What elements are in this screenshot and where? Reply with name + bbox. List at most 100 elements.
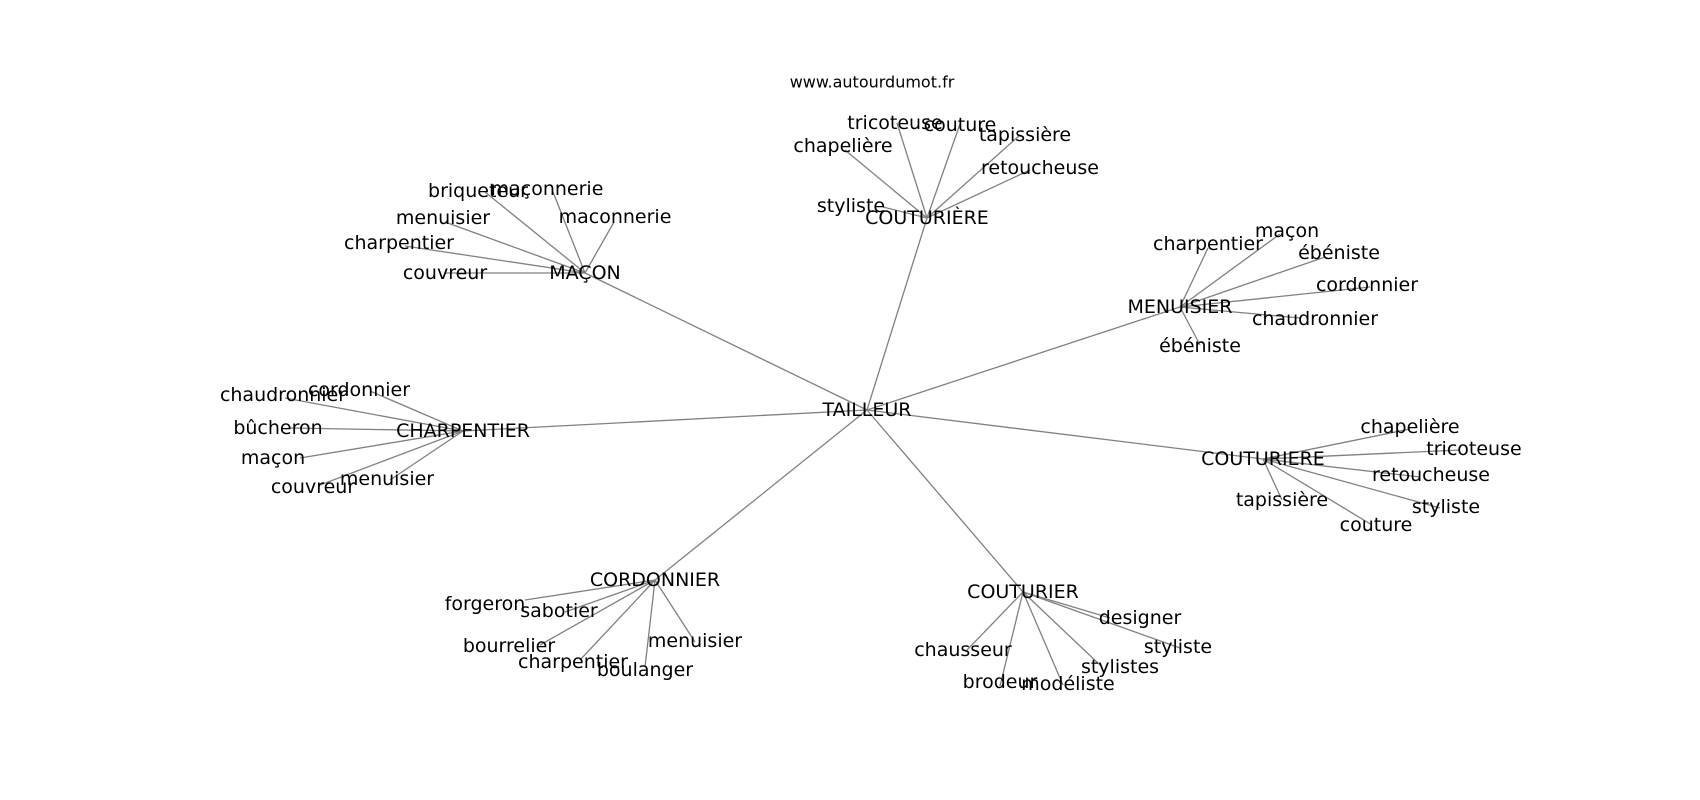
edge-hub-leaf (926, 134, 1021, 219)
edge-hub-leaf (564, 579, 656, 613)
hub-node-label: CHARPENTIER (396, 420, 530, 442)
edge-hub-leaf (966, 591, 1024, 651)
edge-hub-leaf (284, 397, 464, 432)
edge-hub-leaf (1179, 286, 1371, 308)
hub-node-label: COUTURIERE (1201, 448, 1325, 470)
leaf-node-label: boulanger (597, 659, 693, 681)
leaf-node-label: modéliste (1021, 673, 1114, 695)
leaf-node-label: maçon (241, 447, 305, 469)
leaf-node-label: styliste (817, 195, 885, 217)
leaf-node-label: chausseur (914, 639, 1012, 661)
leaf-node-label: chapelière (1360, 416, 1459, 438)
edge-hub-leaf (1179, 233, 1281, 308)
edge-hub-leaf (444, 221, 586, 274)
edge-center-hub (866, 409, 1024, 593)
hub-node-label: MENUISIER (1128, 296, 1233, 318)
edge-hub-leaf (319, 430, 464, 486)
edge-hub-leaf (579, 579, 656, 661)
edge-hub-leaf (926, 123, 961, 219)
leaf-node-label: ébéniste (1298, 242, 1380, 264)
source-label: www.autourdumot.fr (790, 73, 955, 92)
edge-hub-leaf (999, 591, 1024, 687)
leaf-node-label: maçon (1255, 220, 1319, 242)
leaf-node-label: couvreur (403, 262, 487, 284)
edge-hub-leaf (1262, 458, 1441, 509)
leaf-node-label: maçonnerie (491, 178, 604, 200)
leaf-node-label: designer (1099, 607, 1182, 629)
hub-node-label: COUTURIÈRE (865, 206, 989, 229)
edge-hub-leaf (1262, 458, 1421, 478)
edge-hub-leaf (552, 191, 586, 274)
edge-center-hub (654, 409, 868, 581)
leaf-node-label: chapelière (793, 135, 892, 157)
leaf-node-label: bourrelier (463, 635, 556, 657)
edge-hub-leaf (1022, 591, 1101, 666)
edge-hub-leaf (289, 427, 464, 432)
leaf-node-label: charpentier (344, 232, 454, 254)
edge-hub-leaf (389, 430, 464, 481)
edge-hub-leaf (1022, 591, 1064, 686)
edge-hub-leaf (1179, 306, 1201, 346)
leaf-node-label: stylistes (1081, 656, 1159, 678)
center-node-label: TAILLEUR (821, 399, 911, 421)
edge-hub-leaf (584, 221, 615, 274)
edge-center-hub (462, 409, 868, 432)
leaf-node-label: cordonnier (308, 379, 410, 401)
edge-hub-leaf (644, 579, 656, 668)
leaf-node-label: charpentier (1153, 233, 1263, 255)
leaf-node-label: tricoteuse (1426, 438, 1521, 460)
leaf-node-label: brodeur (963, 671, 1038, 693)
leaf-node-label: charpentier (518, 651, 628, 673)
leaf-node-label: menuisier (396, 207, 490, 229)
leaf-node-label: chaudronnier (1252, 308, 1378, 330)
edge-hub-leaf (539, 579, 656, 646)
leaf-node-label: tapissière (979, 124, 1071, 146)
edge-hub-leaf (896, 122, 928, 219)
edge-hub-leaf (369, 390, 464, 432)
leaf-node-label: couture (924, 114, 997, 136)
leaf-node-label: chaudronnier (220, 384, 346, 406)
edge-center-hub (584, 272, 868, 411)
edge-hub-leaf (882, 206, 928, 219)
leaf-node-label: forgeron (445, 593, 526, 615)
edge-hub-leaf (404, 245, 586, 274)
leaf-node-label: menuisier (340, 468, 434, 490)
edge-center-hub (866, 409, 1264, 460)
leaf-node-label: couvreur (271, 476, 355, 498)
edge-center-hub (866, 217, 928, 411)
edge-hub-leaf (654, 579, 696, 643)
leaf-node-label: ébéniste (1159, 335, 1241, 357)
edge-hub-leaf (484, 191, 586, 274)
edge-hub-leaf (524, 579, 656, 601)
edge-hub-leaf (1262, 428, 1411, 460)
leaf-node-label: bûcheron (233, 417, 322, 439)
edge-hub-leaf (926, 169, 1031, 219)
leaf-node-label: maconnerie (559, 206, 672, 228)
leaf-node-label: sabotier (520, 600, 598, 622)
leaf-node-label: briqueteur (428, 180, 528, 202)
edges (284, 122, 1461, 687)
leaf-node-label: tricoteuse (847, 112, 942, 134)
edge-hub-leaf (299, 430, 464, 459)
edge-hub-leaf (1262, 458, 1373, 526)
leaf-node-label: cordonnier (1316, 274, 1418, 296)
edge-hub-leaf (1179, 306, 1301, 319)
leaf-node-label: tapissière (1236, 489, 1328, 511)
node-labels: TAILLEURCOUTURIÈREtricoteusecouturetapis… (220, 112, 1522, 695)
leaf-node-label: styliste (1144, 636, 1212, 658)
leaf-node-label: menuisier (648, 630, 742, 652)
edge-hub-leaf (1262, 458, 1283, 501)
hub-node-label: COUTURIER (967, 581, 1079, 603)
edge-hub-leaf (1179, 256, 1326, 308)
edge-hub-leaf (1022, 591, 1111, 619)
leaf-node-label: styliste (1412, 496, 1480, 518)
leaf-node-label: couture (1340, 514, 1413, 536)
hub-node-label: CORDONNIER (590, 569, 720, 591)
edge-hub-leaf (1179, 247, 1209, 308)
leaf-node-label: retoucheuse (981, 157, 1099, 179)
edge-hub-leaf (1262, 449, 1461, 460)
hub-node-label: MAÇON (549, 262, 621, 284)
edge-hub-leaf (844, 149, 928, 219)
leaf-node-label: retoucheuse (1372, 464, 1490, 486)
